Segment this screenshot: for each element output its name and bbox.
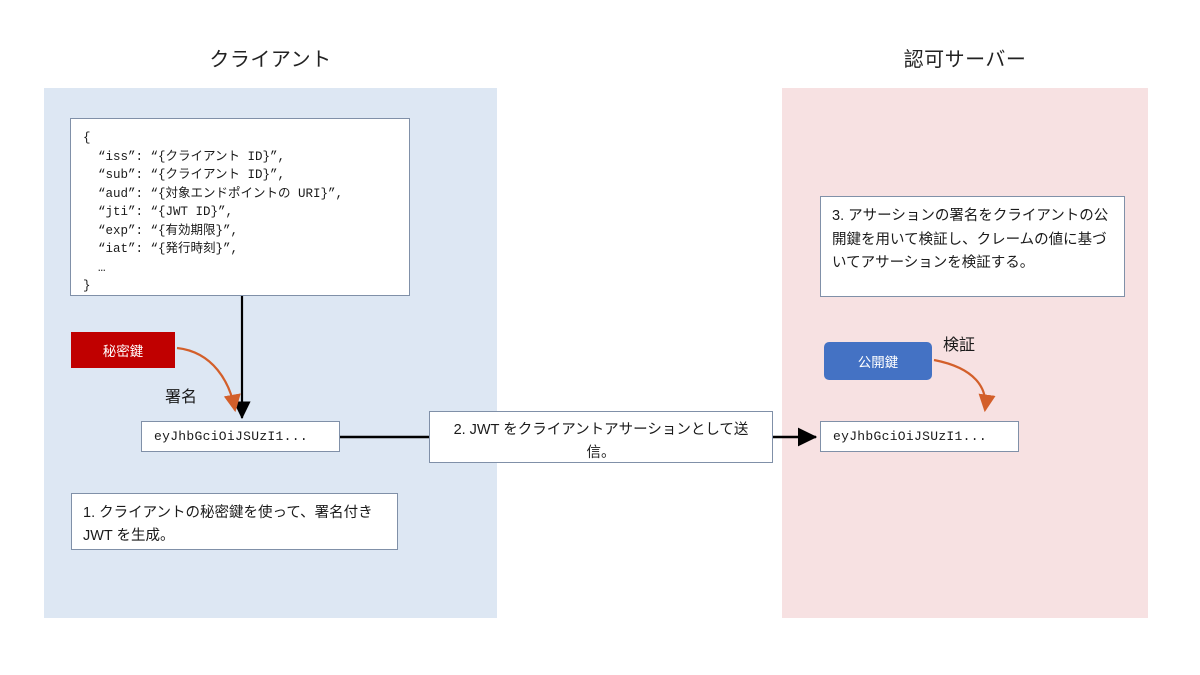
server-jwt-token-text: eyJhbGciOiJSUzI1... (833, 429, 987, 444)
private-key-box: 秘密鍵 (71, 332, 175, 368)
sign-edge-label: 署名 (165, 389, 198, 406)
server-jwt-token-box: eyJhbGciOiJSUzI1... (820, 421, 1019, 452)
step-1-text: 1. クライアントの秘密鍵を使って、署名付き JWT を生成。 (83, 505, 373, 544)
step-2-text: 2. JWT をクライアントアサーションとして送信。 (453, 422, 749, 461)
jwt-claims-text: { “iss”: “{クライアント ID}”, “sub”: “{クライアント … (83, 131, 344, 293)
step-2-caption-box: 2. JWT をクライアントアサーションとして送信。 (429, 411, 773, 463)
private-key-label: 秘密鍵 (102, 344, 144, 359)
client-jwt-token-text: eyJhbGciOiJSUzI1... (154, 429, 308, 444)
client-panel-title: クライアント (209, 49, 332, 71)
step-3-text: 3. アサーションの署名をクライアントの公開鍵を用いて検証し、クレームの値に基づ… (832, 208, 1109, 271)
jwt-claims-box: { “iss”: “{クライアント ID}”, “sub”: “{クライアント … (70, 118, 410, 296)
step-3-caption-box: 3. アサーションの署名をクライアントの公開鍵を用いて検証し、クレームの値に基づ… (820, 196, 1125, 297)
public-key-box: 公開鍵 (824, 342, 932, 380)
client-jwt-token-box: eyJhbGciOiJSUzI1... (141, 421, 340, 452)
verify-edge-label: 検証 (943, 337, 976, 354)
step-1-caption-box: 1. クライアントの秘密鍵を使って、署名付き JWT を生成。 (71, 493, 398, 550)
public-key-label: 公開鍵 (857, 355, 899, 370)
authorization-server-panel-title: 認可サーバー (903, 49, 1027, 71)
